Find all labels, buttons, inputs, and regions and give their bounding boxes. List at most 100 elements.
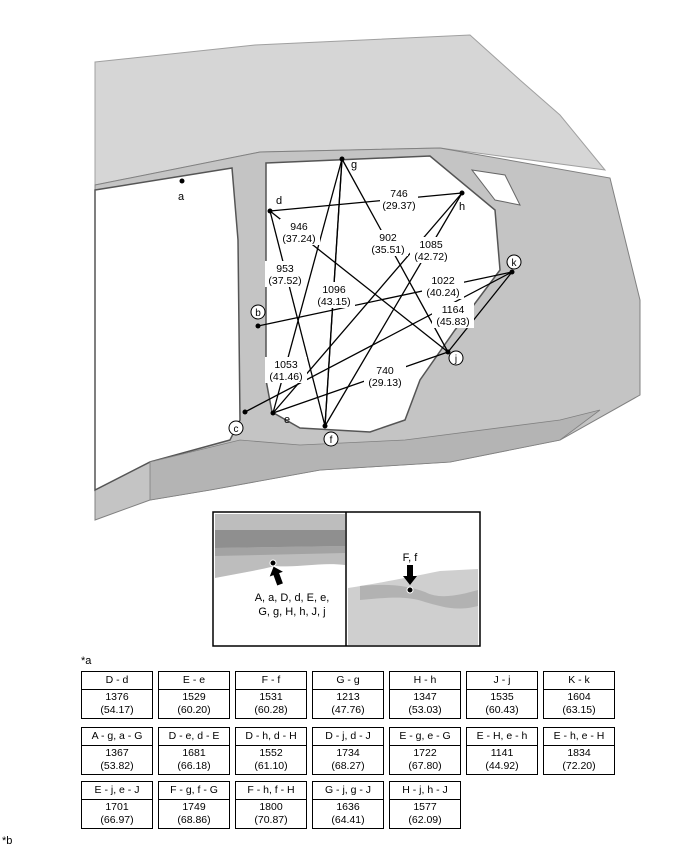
value-in: (64.41) — [331, 814, 365, 826]
dimension-labels: 746 (29.37) 946 (37.24) 902 (35.51) 1085… — [265, 186, 474, 389]
table-header-cell: D - j, d - J — [312, 727, 384, 746]
dim-1053-in: (41.46) — [269, 371, 302, 383]
point-h-dot — [459, 190, 465, 196]
table-header-cell: K - k — [543, 671, 615, 690]
dim-953-mm: 953 — [276, 263, 294, 275]
dim-1096-mm: 1096 — [322, 284, 346, 296]
value-in: (60.20) — [177, 704, 211, 716]
table-value-cell: 1552(61.10) — [235, 745, 307, 775]
point-e-label: e — [284, 414, 290, 426]
table-header-cell: E - g, e - G — [389, 727, 461, 746]
point-markers — [179, 156, 515, 429]
point-e-dot — [270, 410, 276, 416]
dim-1022-in: (40.24) — [426, 287, 459, 299]
table-header-cell: H - h — [389, 671, 461, 690]
point-f-label: f — [330, 435, 333, 446]
inset-left-point-dot — [269, 559, 277, 567]
dim-1164-in: (45.83) — [436, 316, 469, 328]
table-header-cell: F - f — [235, 671, 307, 690]
point-f-dot — [322, 423, 328, 429]
value-mm: 1531 — [259, 691, 283, 703]
value-mm: 1367 — [105, 747, 129, 759]
value-in: (70.87) — [254, 814, 288, 826]
table-value-cell: 1141(44.92) — [466, 745, 538, 775]
table-header-cell: E - h, e - H — [543, 727, 615, 746]
value-mm: 1800 — [259, 801, 283, 813]
point-j-marker: j — [448, 350, 464, 366]
value-mm: 1141 — [490, 747, 514, 759]
value-in: (63.15) — [562, 704, 596, 716]
value-mm: 1834 — [567, 747, 591, 759]
value-mm: 1529 — [182, 691, 206, 703]
point-g-dot — [339, 156, 345, 162]
body-side-diagram: a d g h e k b j c f 746 (29.37) 946 (37.… — [94, 34, 641, 647]
arrow-up-icon — [269, 566, 283, 586]
value-mm: 1577 — [413, 801, 437, 813]
table-value-cell: 1681(66.18) — [158, 745, 230, 775]
table-header-cell: J - j — [466, 671, 538, 690]
measurement-table-row-2: A - g, a - G D - e, d - E D - h, d - H D… — [81, 727, 615, 775]
point-a-label: a — [178, 191, 185, 203]
inset-left-caption-line1: A, a, D, d, E, e, — [255, 592, 330, 604]
inset-left-detail: A, a, D, d, E, e, G, g, H, h, J, j — [215, 514, 345, 618]
dim-746-in: (29.37) — [382, 200, 415, 212]
point-b-label: b — [255, 308, 261, 319]
value-in: (60.43) — [485, 704, 519, 716]
table-value-cell: 1531(60.28) — [235, 689, 307, 719]
value-mm: 1734 — [336, 747, 360, 759]
table-value-cell: 1722(67.80) — [389, 745, 461, 775]
table-value-cell: 1347(53.03) — [389, 689, 461, 719]
point-j-label: j — [454, 354, 457, 365]
dim-1164-mm: 1164 — [442, 304, 465, 316]
line-k-j — [447, 271, 513, 353]
dim-946-mm: 946 — [290, 221, 308, 233]
value-mm: 1681 — [182, 747, 206, 759]
point-d-dot — [267, 208, 273, 214]
value-mm: 1347 — [413, 691, 437, 703]
value-in: (47.76) — [331, 704, 365, 716]
point-a-dot — [179, 178, 185, 184]
value-mm: 1636 — [336, 801, 360, 813]
value-in: (72.20) — [562, 760, 596, 772]
value-in: (66.97) — [100, 814, 134, 826]
point-f-marker: f — [323, 431, 339, 447]
point-d-label: d — [276, 195, 282, 207]
point-k-label: k — [512, 258, 518, 269]
dim-1085-in: (42.72) — [414, 251, 447, 263]
table-value-cell: 1529(60.20) — [158, 689, 230, 719]
line-k-c — [244, 271, 513, 413]
value-in: (61.10) — [254, 760, 288, 772]
inset-right-point-dot — [406, 586, 414, 594]
table-header-cell: E - H, e - h — [466, 727, 538, 746]
dim-1096-in: (43.15) — [317, 296, 350, 308]
point-c-label: c — [234, 424, 239, 435]
value-in: (53.03) — [408, 704, 442, 716]
front-door-opening — [94, 167, 241, 492]
dim-740-mm: 740 — [376, 365, 394, 377]
dim-1053-mm: 1053 — [274, 359, 298, 371]
table-header-cell: F - h, f - H — [235, 781, 307, 800]
point-c-marker: c — [228, 420, 244, 436]
line-j-e — [272, 351, 449, 414]
value-in: (60.28) — [254, 704, 288, 716]
table-value-cell: 1636(64.41) — [312, 799, 384, 829]
value-in: (68.86) — [177, 814, 211, 826]
inset-left-caption-line2: G, g, H, h, J, j — [258, 606, 325, 618]
measurement-table-row-1: D - d E - e F - f G - g H - h J - j K - … — [81, 671, 615, 719]
table-header-cell: E - j, e - J — [81, 781, 153, 800]
table-header-cell: D - h, d - H — [235, 727, 307, 746]
table-value-cell: 1376(54.17) — [81, 689, 153, 719]
value-in: (44.92) — [485, 760, 519, 772]
dim-1022-mm: 1022 — [431, 275, 455, 287]
value-in: (68.27) — [331, 760, 365, 772]
value-mm: 1376 — [105, 691, 129, 703]
value-mm: 1552 — [259, 747, 283, 759]
value-mm: 1701 — [105, 801, 129, 813]
value-in: (53.82) — [100, 760, 134, 772]
inset-right-detail: F, f — [348, 552, 478, 645]
value-mm: 1722 — [413, 747, 437, 759]
table-value-cell: 1367(53.82) — [81, 745, 153, 775]
value-in: (54.17) — [100, 704, 134, 716]
table-header-cell: G - j, g - J — [312, 781, 384, 800]
value-mm: 1535 — [490, 691, 514, 703]
